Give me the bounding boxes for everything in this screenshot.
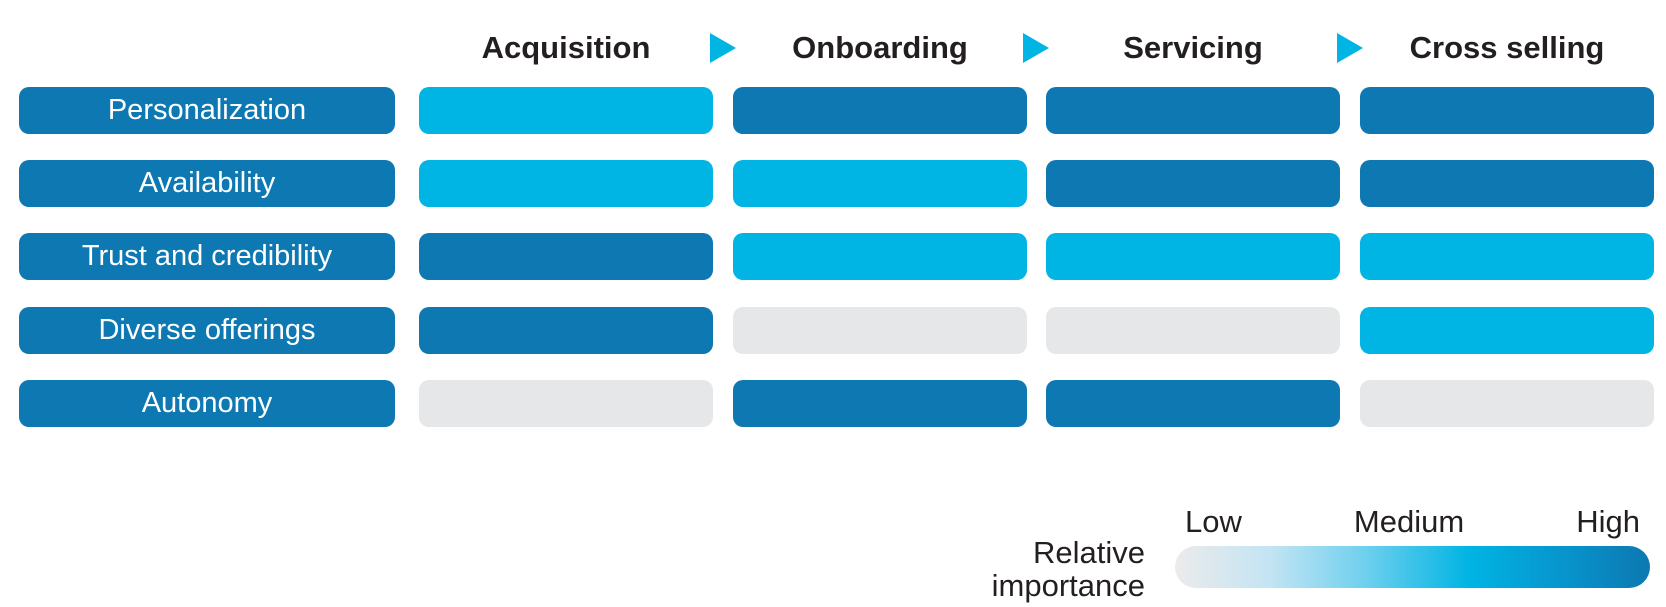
matrix-cell	[733, 233, 1027, 280]
stage-arrow-icon	[1023, 33, 1049, 63]
row-label-personalization: Personalization	[19, 87, 395, 134]
matrix-cell	[419, 87, 713, 134]
row-label-availability: Availability	[19, 160, 395, 207]
legend-scale-labels: Low Medium High	[1175, 504, 1650, 540]
row-label-trust-and-credibility: Trust and credibility	[19, 233, 395, 280]
matrix-cell	[1046, 380, 1340, 427]
legend-label-high: High	[1576, 504, 1640, 539]
legend-label-medium: Medium	[1353, 504, 1465, 539]
stage-header-servicing: Servicing	[1123, 30, 1263, 65]
row-label-diverse-offerings: Diverse offerings	[19, 307, 395, 354]
matrix-cell	[1360, 233, 1654, 280]
matrix-cell	[1360, 87, 1654, 134]
matrix-cell	[1046, 160, 1340, 207]
legend-title: Relative importance	[845, 536, 1145, 602]
matrix-cell	[1046, 87, 1340, 134]
matrix-cell	[419, 307, 713, 354]
matrix-cell	[733, 307, 1027, 354]
matrix-cell	[1046, 307, 1340, 354]
matrix-cell	[419, 160, 713, 207]
stage-header-acquisition: Acquisition	[481, 30, 651, 65]
row-label-autonomy: Autonomy	[19, 380, 395, 427]
legend-label-low: Low	[1185, 504, 1242, 539]
matrix-cell	[1046, 233, 1340, 280]
stage-arrow-icon	[1337, 33, 1363, 63]
matrix-cell	[1360, 160, 1654, 207]
matrix-cell	[733, 380, 1027, 427]
matrix-cell	[733, 87, 1027, 134]
matrix-cell	[1360, 380, 1654, 427]
matrix-cell	[419, 233, 713, 280]
legend-gradient-bar	[1175, 546, 1650, 588]
stage-header-cross-selling: Cross selling	[1409, 30, 1605, 65]
stage-arrow-icon	[710, 33, 736, 63]
legend-title-line1: Relative	[1033, 535, 1145, 570]
matrix-cell	[733, 160, 1027, 207]
matrix-cell	[419, 380, 713, 427]
matrix-cell	[1360, 307, 1654, 354]
stage-header-onboarding: Onboarding	[792, 30, 968, 65]
legend-title-line2: importance	[991, 568, 1145, 603]
